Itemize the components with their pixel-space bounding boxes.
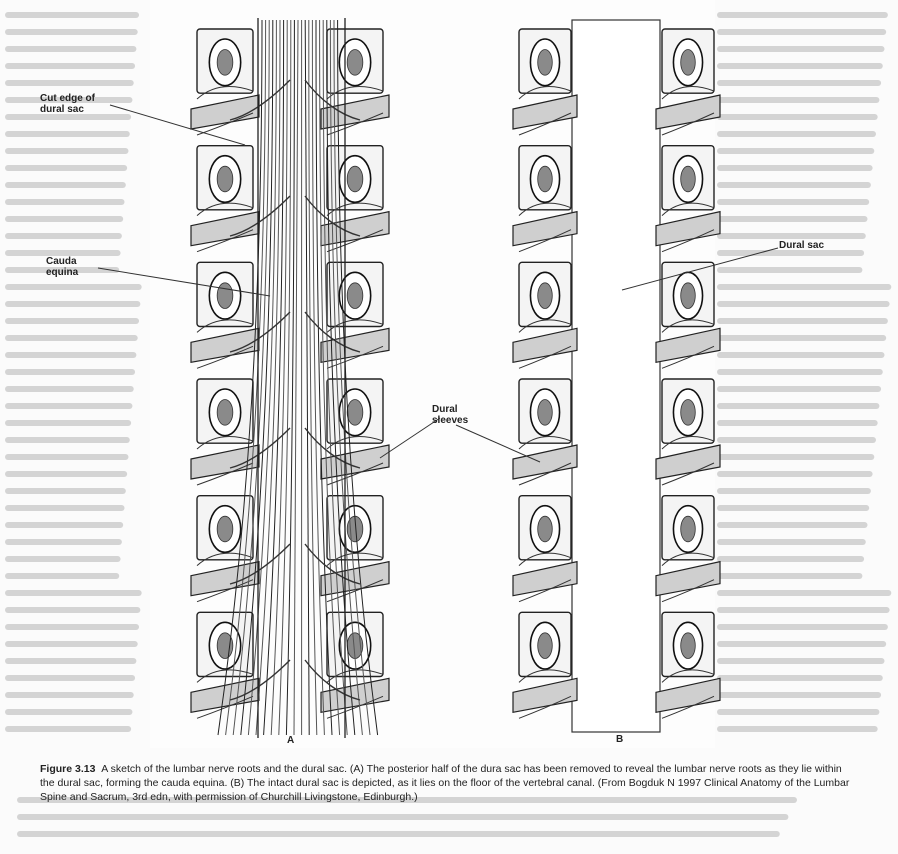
ganglion bbox=[347, 50, 363, 76]
intervertebral-disc bbox=[656, 562, 720, 596]
intervertebral-disc bbox=[656, 445, 720, 479]
intact-dural-sac bbox=[572, 20, 660, 732]
ganglion bbox=[217, 400, 233, 426]
ganglion bbox=[681, 400, 696, 426]
intervertebral-disc bbox=[656, 95, 720, 129]
ganglion bbox=[347, 283, 363, 309]
label-dural-sac: Dural sac bbox=[779, 240, 824, 251]
label-cut-edge-dural-sac: Cut edge of dural sac bbox=[40, 93, 95, 115]
ganglion bbox=[217, 516, 233, 542]
panel-a-cauda-equina bbox=[191, 18, 389, 738]
intervertebral-disc bbox=[513, 328, 577, 362]
intervertebral-disc bbox=[513, 445, 577, 479]
ganglion bbox=[681, 516, 696, 542]
ganglion bbox=[681, 633, 696, 659]
intervertebral-disc bbox=[656, 212, 720, 246]
ganglion bbox=[538, 633, 553, 659]
ganglion bbox=[681, 166, 696, 192]
intervertebral-disc bbox=[656, 328, 720, 362]
ganglion bbox=[217, 283, 233, 309]
ganglion bbox=[347, 400, 363, 426]
ganglion bbox=[538, 516, 553, 542]
ganglion bbox=[538, 166, 553, 192]
panel-label-b: B bbox=[616, 734, 623, 745]
ganglion bbox=[538, 283, 553, 309]
ganglion bbox=[347, 166, 363, 192]
label-dural-sleeves: Dural sleeves bbox=[432, 404, 468, 426]
ganglion bbox=[538, 400, 553, 426]
panel-b-dural-sac bbox=[513, 20, 720, 732]
ganglion bbox=[217, 166, 233, 192]
ganglion bbox=[681, 283, 696, 309]
intervertebral-disc bbox=[321, 212, 389, 246]
intervertebral-disc bbox=[513, 562, 577, 596]
intervertebral-disc bbox=[513, 212, 577, 246]
intervertebral-disc bbox=[656, 678, 720, 712]
ganglion bbox=[217, 50, 233, 76]
intervertebral-disc bbox=[321, 678, 389, 712]
caption-text: A sketch of the lumbar nerve roots and t… bbox=[40, 763, 849, 803]
ganglion bbox=[681, 50, 696, 76]
intervertebral-disc bbox=[513, 678, 577, 712]
panel-label-a: A bbox=[287, 735, 294, 746]
label-cauda-equina: Cauda equina bbox=[46, 256, 78, 278]
caption-number: Figure 3.13 bbox=[40, 763, 95, 775]
figure-caption: Figure 3.13 A sketch of the lumbar nerve… bbox=[40, 762, 855, 804]
ganglion bbox=[538, 50, 553, 76]
intervertebral-disc bbox=[513, 95, 577, 129]
intervertebral-disc bbox=[191, 328, 259, 362]
